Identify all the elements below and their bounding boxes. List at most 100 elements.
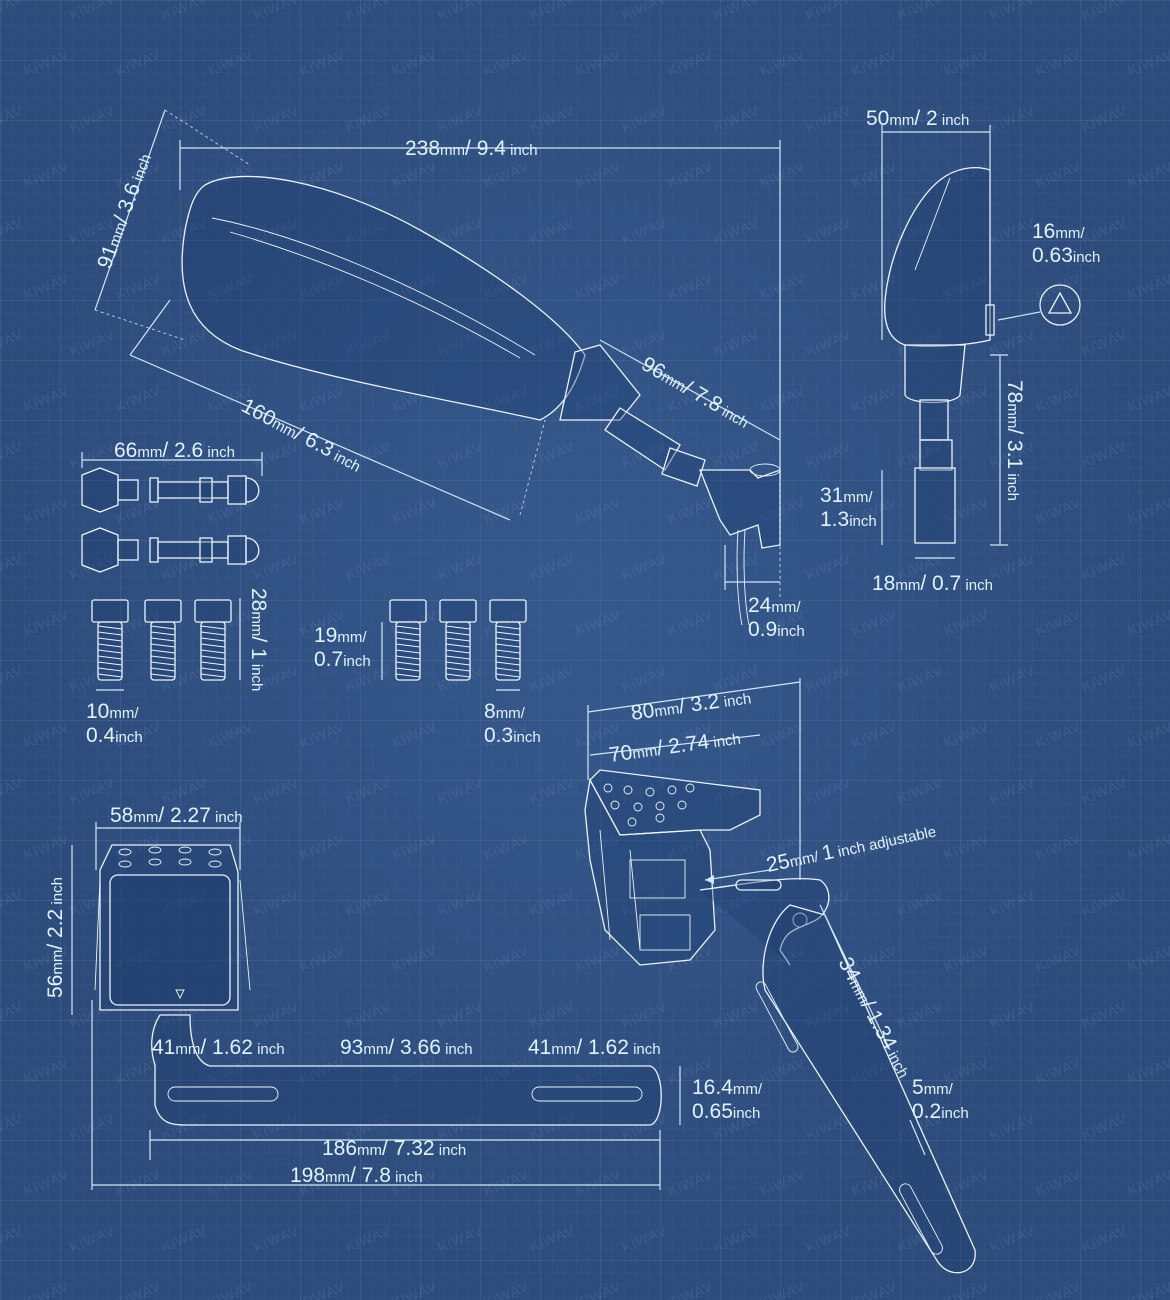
watermark-text: KiWAV	[711, 326, 761, 359]
dim-screw-small-len-inch-value: 0.7	[314, 648, 343, 671]
watermark-text: KiWAV	[849, 718, 899, 751]
watermark-text: KiWAV	[0, 102, 25, 135]
dim-span-inner-inch-value: 7.32	[394, 1137, 435, 1160]
watermark-text: KiWAV	[297, 1278, 347, 1300]
dim-screw-small-len-mm: 19mm/	[314, 624, 367, 647]
dim-mirror-base-height-mm: 24mm/	[748, 594, 801, 617]
unit-mm: mm/	[496, 705, 526, 722]
unit-inch: inch	[248, 660, 265, 692]
watermark-text: KiWAV	[849, 46, 899, 79]
separator: /	[247, 636, 270, 648]
watermark-text: KiWAV	[0, 1110, 25, 1143]
unit-mm: mm	[363, 1041, 388, 1058]
dim-side-base-height-inch-value: 1.3	[820, 508, 849, 531]
unit-inch: inch	[1004, 469, 1021, 501]
dim-screw-large-dia-mm-value: 10	[86, 700, 109, 723]
separator: /	[382, 1137, 394, 1160]
dim-side-width-mm-value: 50	[866, 107, 889, 130]
dim-side-height-mm-value: 78	[1003, 380, 1026, 403]
dim-span-inner: 186mm/ 7.32 inch	[322, 1137, 466, 1160]
unit-inch: inch	[49, 877, 66, 909]
dim-side-light-inch: 0.63inch	[1032, 244, 1100, 267]
watermark-text: KiWAV	[941, 942, 991, 975]
dim-mirror-base-height-mm-value: 24	[748, 594, 772, 617]
dim-left-height-mm-value: 56	[44, 975, 67, 998]
watermark-text: KiWAV	[987, 214, 1037, 247]
dim-side-width-inch-value: 2	[926, 107, 938, 130]
dim-mirror-head-height: 91mm/ 3.6 inch	[93, 150, 156, 271]
watermark-text: KiWAV	[757, 1166, 807, 1199]
watermark-text: KiWAV	[21, 1166, 71, 1199]
watermark-text: KiWAV	[1033, 718, 1083, 751]
watermark-text: KiWAV	[389, 158, 439, 191]
dim-span-total: 198mm/ 7.8 inch	[290, 1164, 423, 1187]
unit-inch: inch	[391, 1169, 423, 1186]
separator: /	[158, 804, 170, 827]
watermark-text: KiWAV	[113, 46, 163, 79]
mirror-drawing	[94, 109, 781, 626]
dim-mirror-base-height-inch-value: 0.9	[748, 618, 777, 641]
screw-dims	[96, 598, 520, 691]
watermark-text: KiWAV	[113, 1278, 163, 1300]
dim-screw-small-dia-inch-value: 0.3	[484, 724, 513, 747]
watermark-text: KiWAV	[1033, 830, 1083, 863]
watermark-text: KiWAV	[205, 718, 255, 751]
unit-inch: inch	[203, 444, 235, 461]
watermark-text: KiWAV	[113, 1166, 163, 1199]
dim-bracket-plate-width: 80mm/ 3.2 inch	[629, 685, 752, 725]
watermark-text: KiWAV	[297, 46, 347, 79]
watermark-text: KiWAV	[1033, 382, 1083, 415]
watermark-text: KiWAV	[159, 1222, 209, 1255]
watermark-text: KiWAV	[0, 550, 25, 583]
watermark-text: KiWAV	[251, 550, 301, 583]
watermark-text: KiWAV	[389, 46, 439, 79]
watermark-text: KiWAV	[1033, 1278, 1083, 1300]
watermark-text: KiWAV	[573, 942, 623, 975]
dim-mirror-head-length: 160mm/ 6.3 inch	[238, 394, 366, 477]
watermark-text: KiWAV	[757, 158, 807, 191]
watermark-text: KiWAV	[573, 494, 623, 527]
dim-bolt-length-inch-value: 2.6	[174, 439, 203, 462]
unit-mm: mm	[440, 142, 465, 159]
separator: /	[350, 1164, 362, 1187]
watermark-text: KiWAV	[21, 606, 71, 639]
unit-inch: inch	[938, 112, 970, 129]
dim-mirror-length-inch-value: 9.4	[477, 137, 507, 160]
side-view-drawing	[881, 125, 1081, 559]
watermark-text: KiWAV	[0, 662, 25, 695]
watermark-text: KiWAV	[803, 214, 853, 247]
watermark-text: KiWAV	[619, 998, 669, 1031]
watermark-text: KiWAV	[665, 270, 715, 303]
dim-seg3-mm-value: 41	[528, 1036, 551, 1059]
watermark-text: KiWAV	[527, 550, 577, 583]
watermark-text: KiWAV	[527, 1222, 577, 1255]
dim-side-base-height-mm: 31mm/	[820, 484, 873, 507]
watermark-text: KiWAV	[21, 830, 71, 863]
dim-bracket-adjust-mm-value: 25	[764, 850, 792, 877]
watermark-text: KiWAV	[987, 1222, 1037, 1255]
watermark-text: KiWAV	[527, 214, 577, 247]
unit-inch: inch	[441, 1041, 473, 1058]
dim-left-height-inch-value: 2.2	[44, 909, 67, 938]
watermark-text: KiWAV	[1125, 1166, 1170, 1199]
unit-inch: inch	[777, 623, 805, 640]
watermark-text: KiWAV	[711, 0, 761, 23]
watermark-text: KiWAV	[711, 1222, 761, 1255]
unit-inch: inch	[715, 401, 751, 432]
watermark-text: KiWAV	[1125, 46, 1170, 79]
screws-drawing	[91, 599, 527, 681]
watermark-text: KiWAV	[619, 550, 669, 583]
watermark-text: KiWAV	[21, 1054, 71, 1087]
watermark-text: KiWAV	[1125, 606, 1170, 639]
watermark-text: KiWAV	[205, 1278, 255, 1300]
unit-inch: inch	[719, 690, 753, 711]
watermark-text: KiWAV	[1079, 438, 1129, 471]
watermark-text: KiWAV	[251, 886, 301, 919]
watermark-text: KiWAV	[159, 0, 209, 23]
dim-seg1-inch-value: 1.62	[212, 1036, 253, 1059]
watermark-text: KiWAV	[757, 46, 807, 79]
watermark-text: KiWAV	[205, 1166, 255, 1199]
watermark-text: KiWAV	[987, 662, 1037, 695]
watermark-text: KiWAV	[1125, 830, 1170, 863]
watermark-text: KiWAV	[113, 270, 163, 303]
